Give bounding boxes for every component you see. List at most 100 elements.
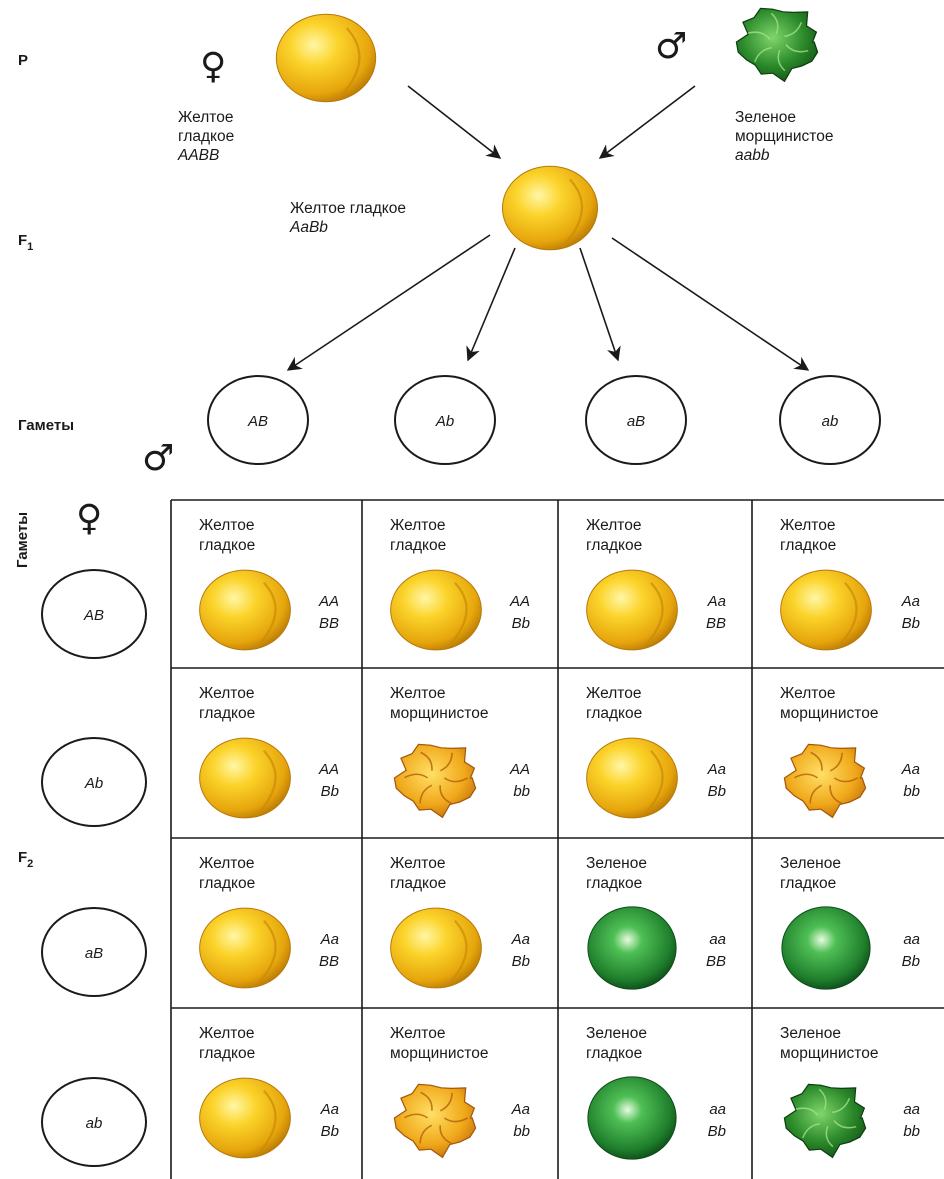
cell-genotype-b: bb [903,783,920,800]
parent-male-phenotype-line1: Зеленое [735,109,796,126]
male-gametes-symbol-icon: ♂ [142,438,174,479]
arrow-f1-to-gamete-4 [611,237,810,371]
pea-yellow-smooth-icon [199,1077,291,1159]
pea-parent-female-icon [275,13,377,103]
cell-phenotype-line2: морщинистое [390,705,488,722]
pea-green-wrinkled-icon [783,1083,867,1159]
cell-genotype-b: BB [319,953,339,970]
cell-phenotype-line1: Желтое [780,685,835,702]
cell-genotype-a: AA [509,761,530,778]
cell-phenotype-line1: Желтое [199,1025,254,1042]
female-gametes-symbol-icon: ♀ [76,498,102,539]
cell-genotype-a: Aa [511,1101,530,1118]
cell-phenotype-line2: гладкое [586,1045,642,1062]
cell-phenotype-line2: гладкое [199,537,255,554]
female-gamete-label: ab [86,1115,103,1132]
male-gamete-label: ab [822,413,839,430]
female-gamete: AB [41,569,147,659]
cell-phenotype-line1: Желтое [390,855,445,872]
pea-green-smooth-icon [781,906,871,990]
punnett-square: ЖелтоегладкоеAABBЖелтоегладкоеAABbЖелтое… [170,499,944,1179]
pea-parent-male-icon [735,7,819,83]
gametes-label-female: Гаметы [14,512,31,568]
pea-yellow-smooth-icon [501,165,599,251]
female-gamete-label: Ab [84,775,103,792]
female-gamete: Ab [41,737,147,827]
pea-yellow-smooth-icon [586,569,678,651]
male-gamete-label: AB [247,413,268,430]
male-gamete-label: Ab [435,413,454,430]
pea-yellow-smooth-icon [199,569,291,651]
cell-genotype-b: Bb [902,953,920,970]
cell-phenotype-line1: Желтое [199,855,254,872]
pea-green-smooth-icon [587,1076,677,1160]
pea-yellow-smooth-icon [199,907,291,989]
cell-genotype-a: aa [709,1101,726,1118]
cell-phenotype-line2: гладкое [199,1045,255,1062]
cell-genotype-b: Bb [708,783,726,800]
parent-female-phenotype-line1: Желтое [178,109,233,126]
f1-phenotype: Желтое гладкое [290,200,406,217]
parent-male-genotype: aabb [735,147,770,164]
arrow-f1-to-gamete-2 [466,247,516,362]
cell-phenotype-line2: гладкое [199,875,255,892]
cell-genotype-b: Bb [512,615,530,632]
cell-genotype-b: BB [706,953,726,970]
cell-genotype-a: AA [318,593,339,610]
cell-phenotype-line1: Желтое [390,1025,445,1042]
pea-green-wrinkled-icon [735,7,819,83]
cell-phenotype-line1: Зеленое [586,855,647,872]
cell-phenotype-line2: гладкое [390,875,446,892]
pea-yellow-smooth-icon [275,13,377,103]
male-gamete: ab [779,375,881,465]
female-gamete-label: AB [83,607,104,624]
cell-genotype-a: Aa [320,1101,339,1118]
generation-label-p: P [18,52,28,69]
generation-label-f2: F2 [18,849,33,870]
cell-genotype-a: AA [509,593,530,610]
cell-genotype-a: Aa [901,761,920,778]
pea-green-smooth-icon [587,906,677,990]
arrow-f1-to-gamete-3 [579,247,621,362]
cell-genotype-b: Bb [902,615,920,632]
cell-phenotype-line2: гладкое [199,705,255,722]
cell-genotype-b: bb [903,1123,920,1140]
pea-yellow-smooth-icon [390,569,482,651]
cell-genotype-a: Aa [511,931,530,948]
cell-phenotype-line1: Зеленое [780,855,841,872]
female-symbol-icon: ♀ [200,46,226,87]
male-gamete: aB [585,375,687,465]
cell-genotype-a: aa [709,931,726,948]
cell-genotype-b: Bb [321,783,339,800]
generation-label-f1: F1 [18,232,33,253]
cell-phenotype-line1: Желтое [390,685,445,702]
arrow-f1-to-gamete-1 [286,234,491,371]
cell-phenotype-line1: Желтое [199,517,254,534]
pea-yellow-wrinkled-icon [393,1083,477,1159]
pea-f1-icon [501,165,599,251]
male-gamete-label: aB [627,413,645,430]
cell-genotype-a: Aa [707,593,726,610]
cell-phenotype-line1: Желтое [780,517,835,534]
pea-yellow-smooth-icon [780,569,872,651]
gametes-label-male: Гаметы [18,417,74,434]
cell-genotype-a: Aa [320,931,339,948]
f1-genotype: AaBb [289,219,328,236]
cell-genotype-b: Bb [708,1123,726,1140]
male-symbol-icon: ♂ [655,26,687,67]
cell-phenotype-line2: гладкое [780,537,836,554]
pea-yellow-smooth-icon [586,737,678,819]
cell-phenotype-line2: гладкое [586,705,642,722]
